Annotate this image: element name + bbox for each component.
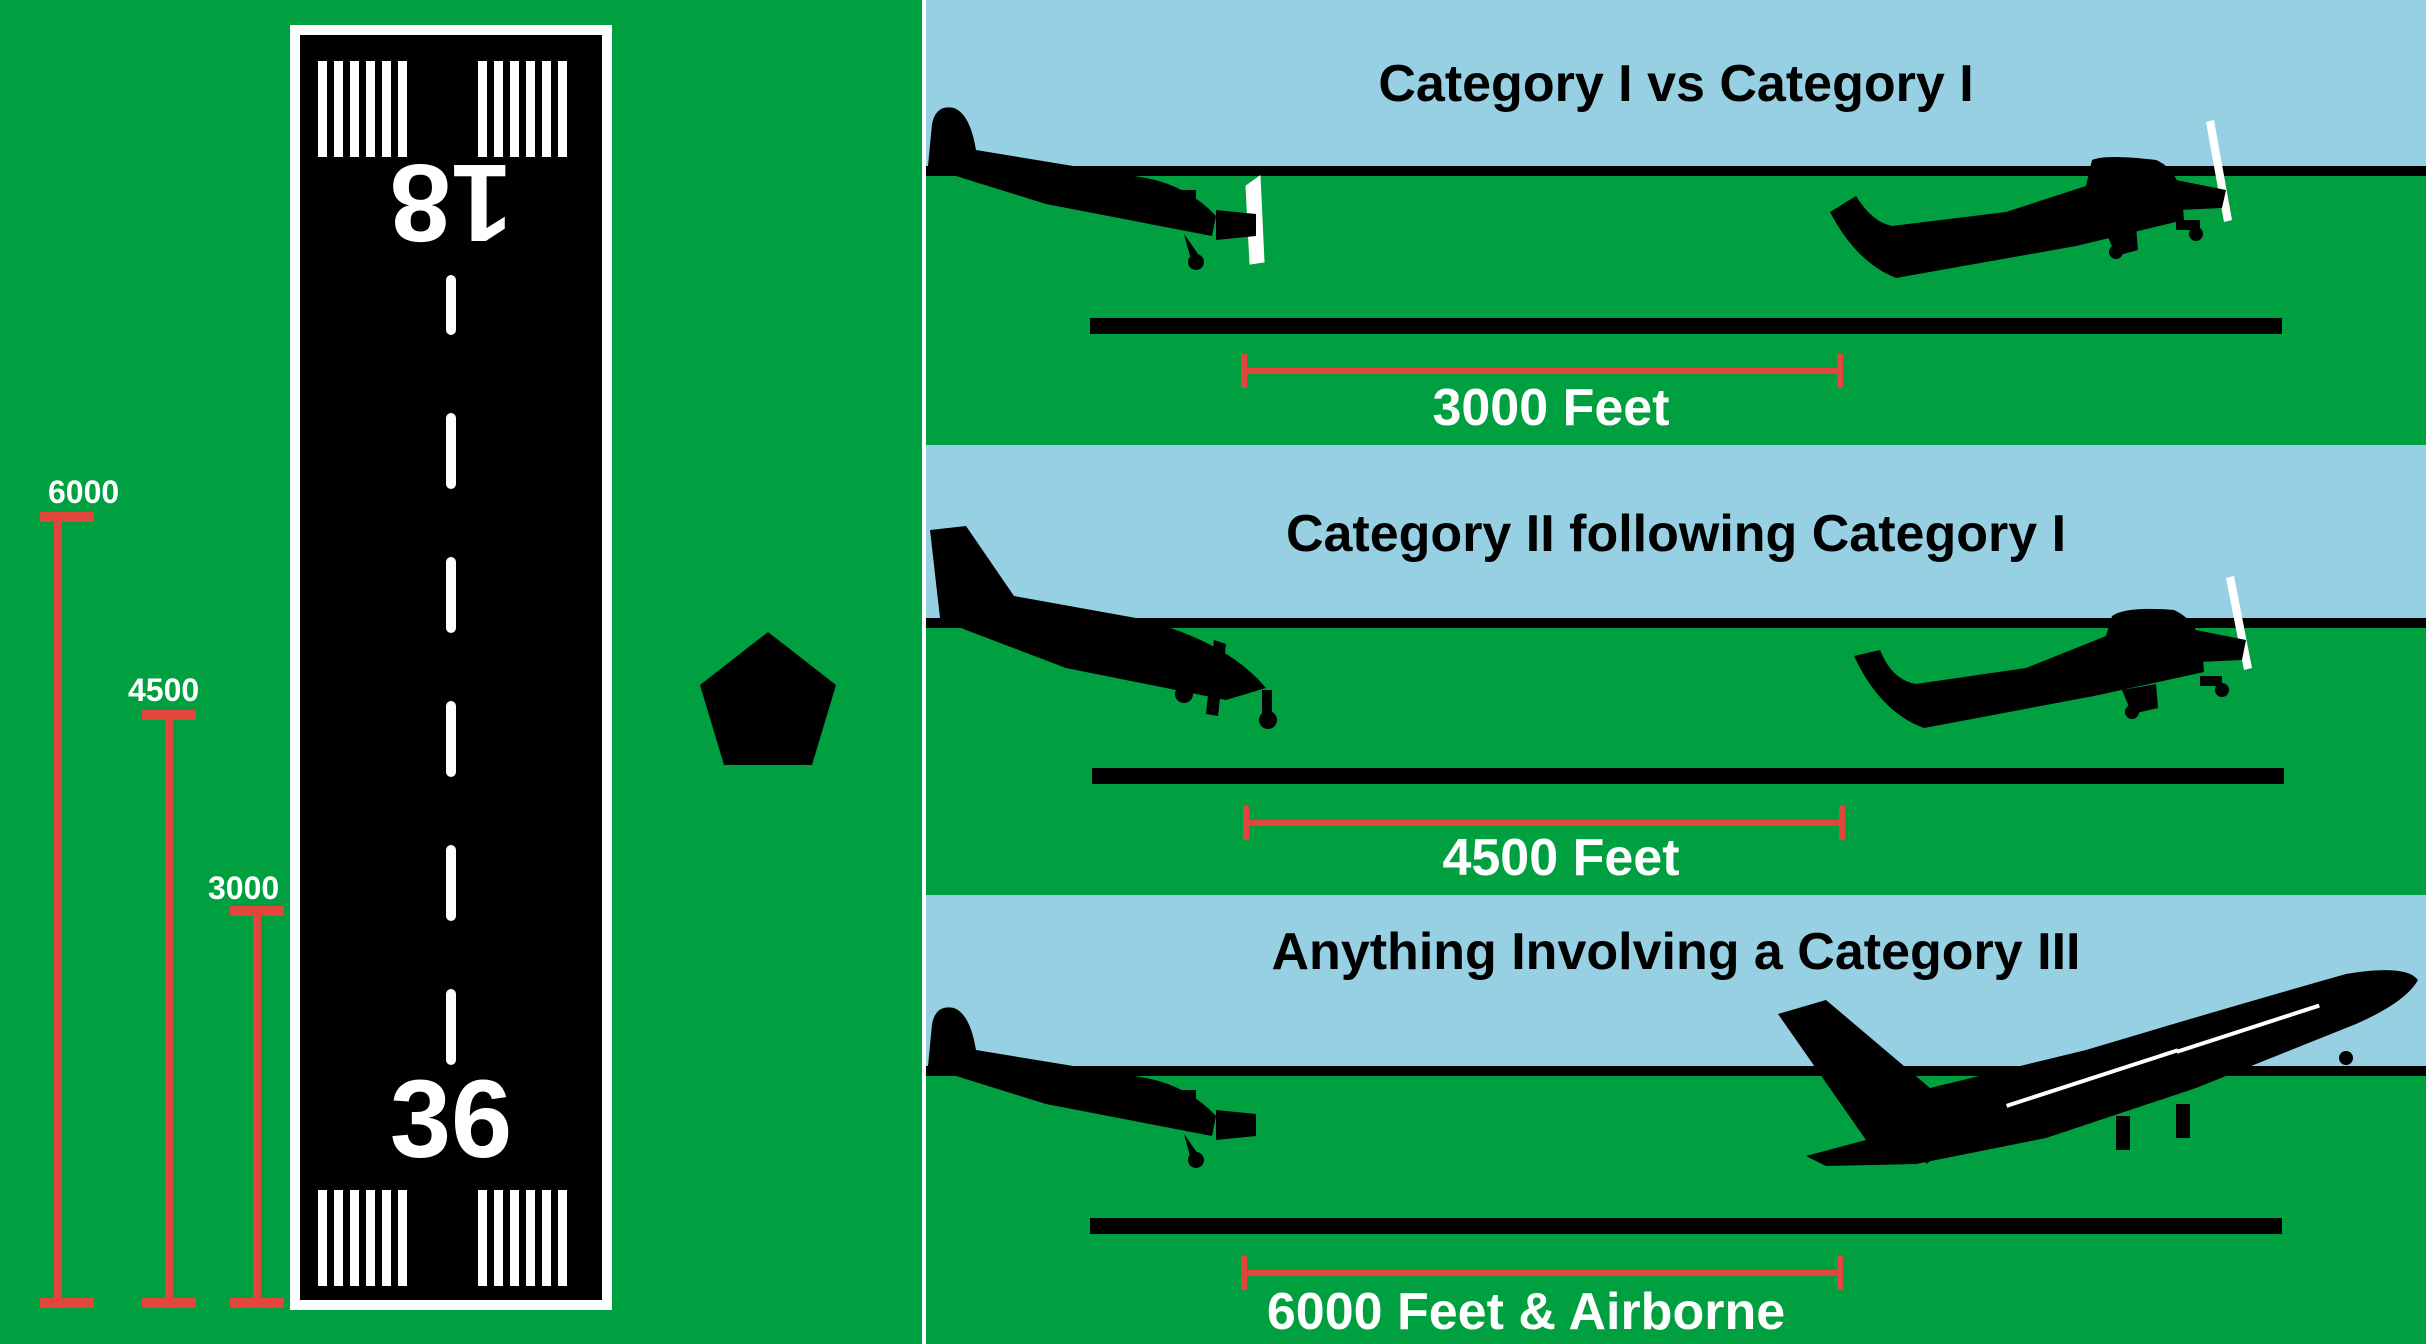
scale-bar-6000	[40, 512, 94, 522]
runway-line	[1092, 768, 2284, 784]
runway: 18 36	[290, 25, 612, 1310]
jetliner-icon	[1778, 970, 2418, 1166]
runway-diagram-panel: 6000 4500 3000	[0, 0, 922, 1344]
panel-divider	[922, 0, 926, 1344]
pentagon-icon	[700, 632, 836, 765]
scale-label-3000: 3000	[208, 870, 280, 906]
pentagon-marker	[700, 632, 836, 765]
centerline-dash	[446, 275, 456, 335]
tailwheel-plane-icon	[928, 107, 1265, 270]
runway-surface: 18 36	[300, 35, 602, 1300]
twin-plane-icon	[930, 526, 1277, 729]
distance-bar	[1244, 1270, 1840, 1276]
cessna-icon	[1854, 576, 2252, 728]
cessna-icon	[1830, 120, 2232, 278]
distance-label: 6000 Feet & Airborne	[1266, 1283, 1786, 1341]
runway-number-36: 36	[389, 1058, 513, 1181]
horizon-line	[926, 166, 2426, 176]
panel-title: Category II following Category I	[1285, 505, 2067, 563]
scale-label-6000: 6000	[48, 474, 120, 510]
runway-markings	[318, 61, 567, 1286]
panel-title: Category I vs Category I	[1378, 55, 1974, 113]
tailwheel-plane-icon	[928, 1007, 1256, 1168]
horizon-line	[926, 1066, 2426, 1076]
separation-panels: Category I vs Category I	[926, 0, 2426, 1344]
horizon-line	[926, 618, 2426, 628]
panel-title: Anything Involving a Category III	[1271, 923, 2081, 981]
distance-label: 4500 Feet	[1442, 829, 1680, 887]
distance-label: 3000 Feet	[1432, 379, 1670, 437]
runway-line	[1090, 1218, 2282, 1234]
threshold-bar	[318, 61, 327, 157]
scale-bars	[40, 512, 284, 1308]
jetliner-windows	[2006, 1003, 2320, 1108]
distance-bar	[1246, 820, 1842, 826]
runway-line	[1090, 318, 2282, 334]
scale-label-4500: 4500	[128, 672, 200, 708]
distance-bar	[1244, 368, 1840, 374]
